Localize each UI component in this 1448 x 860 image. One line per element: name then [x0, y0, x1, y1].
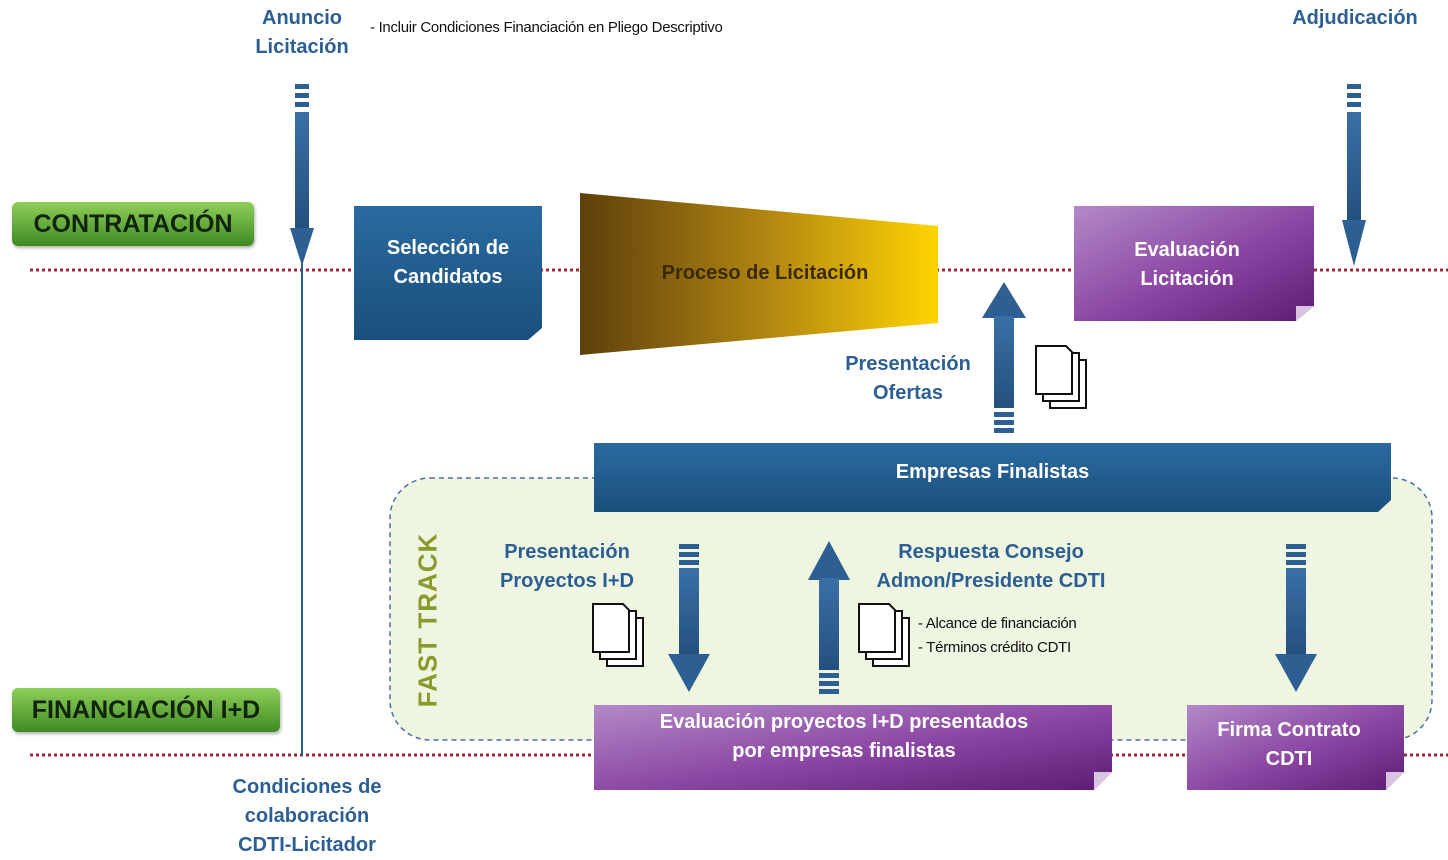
ofertas-documents-icon [1035, 345, 1087, 409]
adjudicacion-label: Adjudicación [1292, 7, 1418, 29]
respuesta-consejo-arrow [808, 541, 850, 694]
respuesta-item-alcance: - Alcance de financiación [918, 615, 1077, 632]
adjudicacion-arrow [1342, 84, 1366, 266]
respuesta-documents-icon [858, 603, 910, 667]
seleccion-box [354, 206, 542, 340]
proceso-licitacion-text: Proceso de Licitación [661, 262, 869, 284]
nota-pliego-text: - Incluir Condiciones Financiación en Pl… [370, 19, 723, 36]
financiacion-tag: FINANCIACIÓN I+D [12, 688, 280, 732]
contratacion-tag: CONTRATACIÓN [12, 202, 254, 246]
proyectos-documents-icon [592, 603, 644, 667]
seleccion-candidatos-text: Selección de Candidatos [386, 237, 510, 288]
presentacion-proyectos-label: Presentación Proyectos I+D [500, 541, 634, 592]
presentacion-proyectos-arrow [668, 544, 710, 692]
respuesta-consejo-label: Respuesta Consejo Admon/Presidente CDTI [876, 541, 1106, 592]
empresas-finalistas-text: Empresas Finalistas [895, 461, 1090, 483]
presentacion-ofertas-label: Presentación Ofertas [845, 353, 971, 404]
anuncio-arrow [290, 84, 314, 266]
evaluacion-proyectos-text: Evaluación proyectos I+D presentados por… [659, 711, 1029, 762]
fast-track-panel [389, 477, 1433, 741]
evaluacion-licitacion-text: Evaluación Licitación [1134, 239, 1240, 290]
anuncio-licitacion-label: Anuncio Licitación [255, 7, 349, 58]
proceso-licitacion-shape [580, 193, 938, 355]
firma-contrato-box [1187, 705, 1404, 790]
evaluacion-proyectos-box [594, 705, 1112, 790]
empresas-finalistas-banner [594, 443, 1391, 512]
presentacion-ofertas-arrow [982, 282, 1026, 433]
evaluacion-licitacion-box [1074, 206, 1314, 321]
fast-track-label: FAST TRACK [412, 532, 443, 708]
condiciones-colaboracion-label: Condiciones de colaboración CDTI-Licitad… [232, 776, 382, 856]
respuesta-item-terminos: - Términos crédito CDTI [918, 639, 1071, 656]
firma-contrato-arrow [1275, 544, 1317, 692]
firma-contrato-text: Firma Contrato CDTI [1217, 719, 1361, 770]
